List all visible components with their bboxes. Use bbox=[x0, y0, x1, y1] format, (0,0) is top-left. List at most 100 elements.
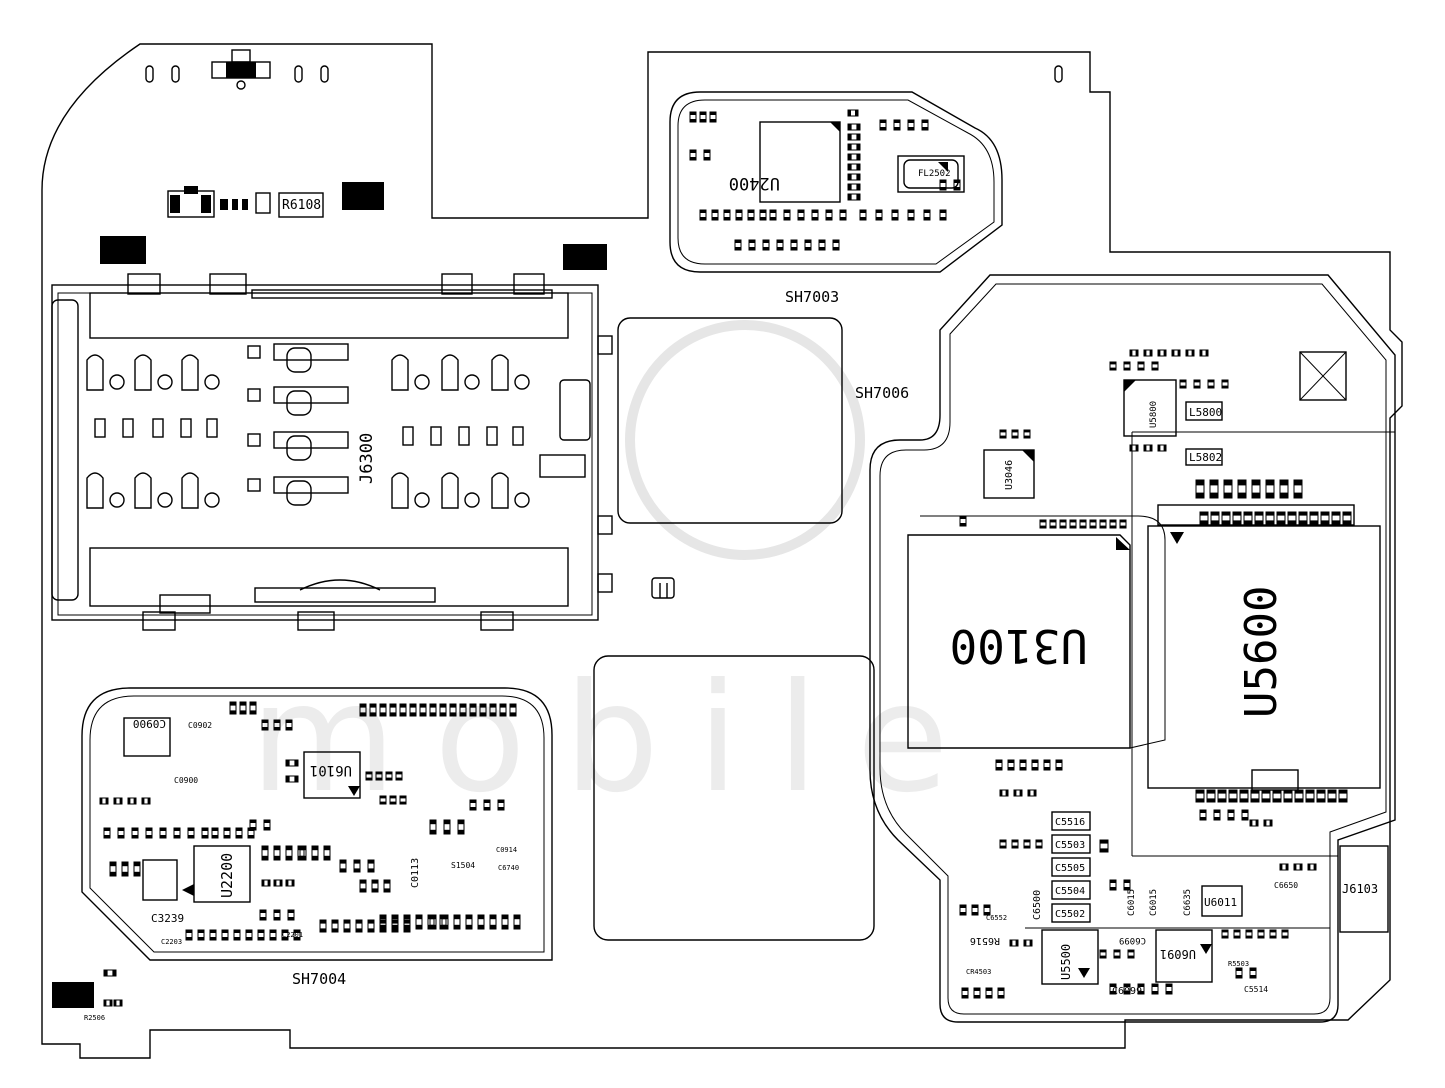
smd-pad bbox=[109, 1000, 112, 1006]
label-c6015-b: C6015 bbox=[1149, 889, 1159, 916]
label-fl2502: FL2502 bbox=[918, 169, 951, 179]
smd-pad bbox=[1250, 820, 1253, 826]
smd-pad bbox=[1008, 767, 1014, 770]
smd-pad bbox=[262, 846, 268, 851]
smd-pad bbox=[1110, 887, 1116, 890]
smd-pad bbox=[118, 835, 124, 838]
smd-pad bbox=[514, 915, 520, 920]
sim-contact-ring bbox=[286, 390, 312, 416]
smd-pad bbox=[332, 928, 338, 932]
smd-pad bbox=[224, 828, 230, 831]
smd-pad bbox=[856, 124, 860, 130]
sim-contact-tab bbox=[247, 345, 261, 359]
smd-pad bbox=[1210, 480, 1218, 486]
smd-pad bbox=[1339, 798, 1347, 802]
smd-pad bbox=[186, 930, 192, 933]
sim-pin-pad bbox=[464, 492, 480, 508]
smd-pad bbox=[984, 905, 990, 908]
smd-pad bbox=[430, 924, 436, 929]
smd-pad bbox=[466, 924, 472, 929]
smd-pad bbox=[1282, 930, 1288, 933]
sim-pin bbox=[181, 354, 199, 391]
smd-pad bbox=[1100, 520, 1106, 523]
watermark-text: mobile bbox=[250, 652, 987, 826]
smd-pad bbox=[510, 704, 516, 708]
smd-pad bbox=[420, 704, 426, 708]
smd-pad bbox=[354, 868, 360, 872]
smd-pad bbox=[1211, 512, 1219, 516]
smd-pad bbox=[840, 217, 846, 220]
smd-pad bbox=[356, 928, 362, 932]
sim-pin bbox=[491, 354, 509, 391]
smd-pad bbox=[1196, 480, 1204, 486]
label-c5516: C5516 bbox=[1055, 817, 1085, 828]
smd-pad bbox=[972, 912, 978, 915]
label-c6650: C6650 bbox=[1274, 881, 1298, 890]
smd-pad bbox=[160, 835, 166, 838]
smd-pad bbox=[484, 807, 490, 810]
sim-pin bbox=[441, 354, 459, 391]
smd-pad bbox=[380, 915, 386, 920]
smd-pad bbox=[1258, 930, 1264, 933]
smd-pad bbox=[1288, 512, 1296, 516]
smd-pad bbox=[210, 937, 216, 940]
smd-pad bbox=[940, 187, 946, 190]
smd-pad bbox=[784, 210, 790, 213]
sim-pin bbox=[391, 354, 409, 391]
sim-pin-pad bbox=[414, 492, 430, 508]
smd-pad bbox=[384, 880, 390, 884]
smd-pad bbox=[212, 835, 218, 838]
smd-pad bbox=[416, 915, 422, 920]
smd-pad bbox=[1128, 955, 1134, 958]
smd-pad bbox=[1172, 350, 1175, 356]
smd-pad bbox=[430, 829, 436, 834]
smd-pad bbox=[1110, 984, 1116, 987]
chip-u5500: U5500 bbox=[1059, 944, 1073, 980]
smd-pad bbox=[188, 828, 194, 831]
smd-pad bbox=[1250, 975, 1256, 978]
chip-u5800: U5800 bbox=[1149, 401, 1159, 428]
smd-pad bbox=[748, 217, 754, 220]
smd-pad bbox=[458, 829, 464, 834]
smd-pad bbox=[962, 995, 968, 998]
smd-pad bbox=[1032, 760, 1038, 763]
smd-pad bbox=[282, 930, 288, 933]
smd-pad bbox=[1152, 991, 1158, 994]
smd-pad bbox=[1238, 480, 1246, 486]
smd-pad bbox=[1218, 798, 1226, 802]
smd-pad bbox=[1299, 864, 1302, 870]
smd-pad bbox=[420, 712, 426, 716]
smd-pad bbox=[1266, 512, 1274, 516]
smd-pad bbox=[770, 210, 776, 213]
smd-pad bbox=[908, 217, 914, 220]
smd-pad bbox=[264, 827, 270, 830]
smd-pad bbox=[1158, 350, 1161, 356]
smd-pad bbox=[736, 210, 742, 213]
smd-pad bbox=[848, 194, 852, 200]
smd-pad bbox=[1070, 520, 1076, 523]
smd-pad bbox=[246, 930, 252, 933]
smd-pad bbox=[212, 828, 218, 831]
smd-pad bbox=[400, 796, 406, 799]
smd-pad bbox=[386, 777, 392, 780]
smd-pad bbox=[444, 829, 450, 834]
smd-pad bbox=[1163, 350, 1166, 356]
smd-pad bbox=[1328, 790, 1336, 794]
smd-pad bbox=[1110, 991, 1116, 994]
smd-pad bbox=[860, 210, 866, 213]
smd-pad bbox=[1024, 435, 1030, 438]
smd-pad bbox=[940, 210, 946, 213]
smd-pad bbox=[250, 710, 256, 714]
smd-pad bbox=[470, 704, 476, 708]
smd-pad bbox=[1207, 798, 1215, 802]
smd-pad bbox=[1295, 798, 1303, 802]
label-c0900: C0900 bbox=[133, 717, 166, 730]
smd-pad bbox=[1120, 520, 1126, 523]
smd-pad bbox=[267, 880, 270, 886]
smd-pad bbox=[848, 164, 852, 170]
smd-pad bbox=[1214, 810, 1220, 813]
smd-pad bbox=[1149, 350, 1152, 356]
smd-pad bbox=[1255, 520, 1263, 524]
smd-pad bbox=[1196, 790, 1204, 794]
smd-pad bbox=[690, 112, 696, 115]
